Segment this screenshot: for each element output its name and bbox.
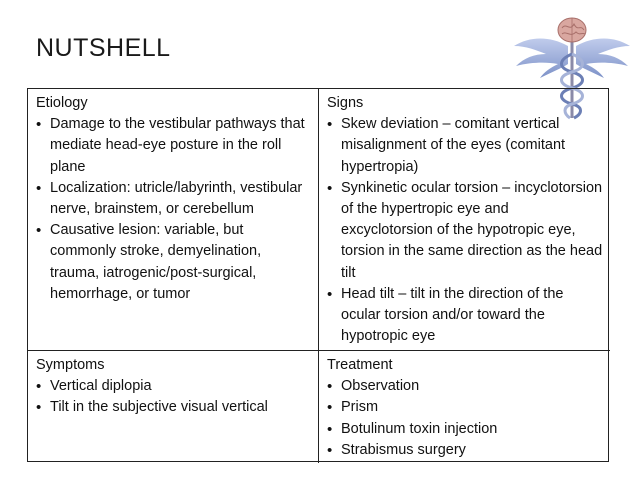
signs-heading: Signs — [327, 95, 364, 111]
etiology-cell: Etiology Damage to the vestibular pathwa… — [28, 89, 319, 351]
treatment-heading: Treatment — [327, 357, 393, 373]
list-item: Strabismus surgery — [327, 440, 604, 461]
symptoms-list: Vertical diplopia Tilt in the subjective… — [36, 376, 312, 419]
signs-list: Skew deviation – comitant vertical misal… — [327, 114, 604, 347]
list-item: Causative lesion: variable, but commonly… — [36, 220, 312, 305]
list-item: Localization: utricle/labyrinth, vestibu… — [36, 178, 312, 220]
list-item: Damage to the vestibular pathways that m… — [36, 114, 312, 178]
list-item: Vertical diplopia — [36, 376, 312, 397]
list-item: Tilt in the subjective visual vertical — [36, 397, 312, 418]
treatment-list: Observation Prism Botulinum toxin inject… — [327, 376, 604, 461]
nutshell-table: Etiology Damage to the vestibular pathwa… — [27, 88, 610, 463]
list-item: Botulinum toxin injection — [327, 419, 604, 440]
slide-title: NUTSHELL — [36, 34, 171, 62]
list-item: Observation — [327, 376, 604, 397]
etiology-list: Damage to the vestibular pathways that m… — [36, 114, 312, 305]
symptoms-cell: Symptoms Vertical diplopia Tilt in the s… — [28, 351, 319, 463]
list-item: Skew deviation – comitant vertical misal… — [327, 114, 604, 178]
symptoms-heading: Symptoms — [36, 357, 105, 373]
treatment-cell: Treatment Observation Prism Botulinum to… — [319, 351, 610, 463]
list-item: Synkinetic ocular torsion – incyclotorsi… — [327, 178, 604, 284]
list-item: Prism — [327, 397, 604, 418]
etiology-heading: Etiology — [36, 95, 88, 111]
list-item: Head tilt – tilt in the direction of the… — [327, 284, 604, 348]
signs-cell: Signs Skew deviation – comitant vertical… — [319, 89, 610, 351]
